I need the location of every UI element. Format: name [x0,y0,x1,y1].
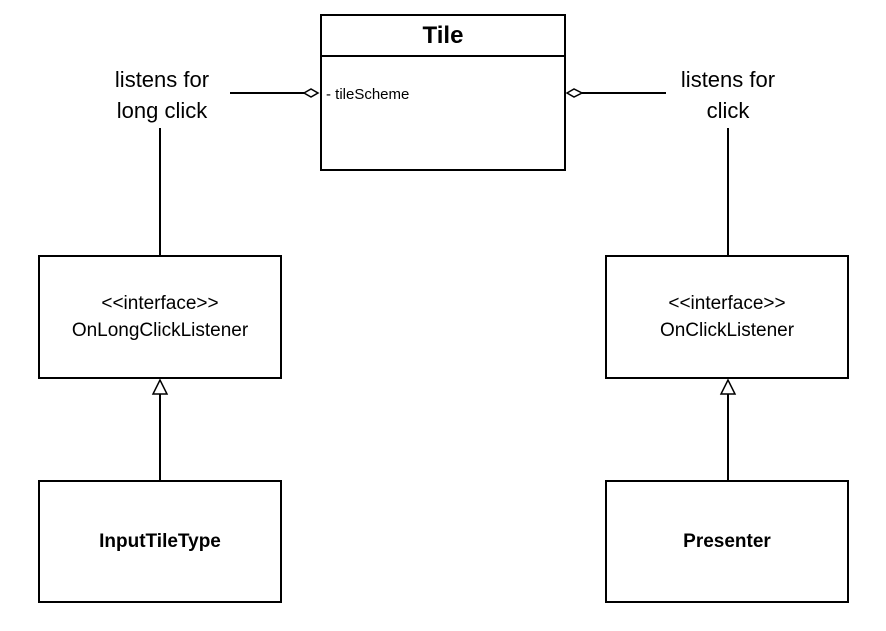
realization-arrowhead-right [719,378,737,395]
interface-name: OnClickListener [659,320,795,341]
class-name: InputTileType [99,530,221,552]
interface-on-click-listener: <<interface>> OnClickListener [605,255,849,379]
note-long-click: listens for long click [94,64,230,126]
interface-stereotype: <<interface>> [668,293,786,314]
class-name: Presenter [683,530,771,552]
tile-class-box: Tile - tileScheme [320,14,566,171]
note-click-line-1: listens for [680,67,776,92]
realization-arrowhead-left [151,378,169,395]
class-input-tile-type: InputTileType [38,480,282,603]
tile-class-name: Tile [322,16,564,57]
interface-on-long-click-listener: <<interface>> OnLongClickListener [38,255,282,379]
note-click-line-2: click [706,98,750,123]
note-long-click-line-2: long click [116,98,208,123]
aggregation-diamond-right [565,88,584,98]
aggregation-diamond-left [302,88,320,98]
class-presenter: Presenter [605,480,849,603]
note-long-click-line-1: listens for [114,67,210,92]
interface-stereotype: <<interface>> [101,293,219,314]
note-click: listens for click [660,64,796,126]
interface-name: OnLongClickListener [71,320,249,341]
tile-attribute: - tileScheme [326,86,410,103]
